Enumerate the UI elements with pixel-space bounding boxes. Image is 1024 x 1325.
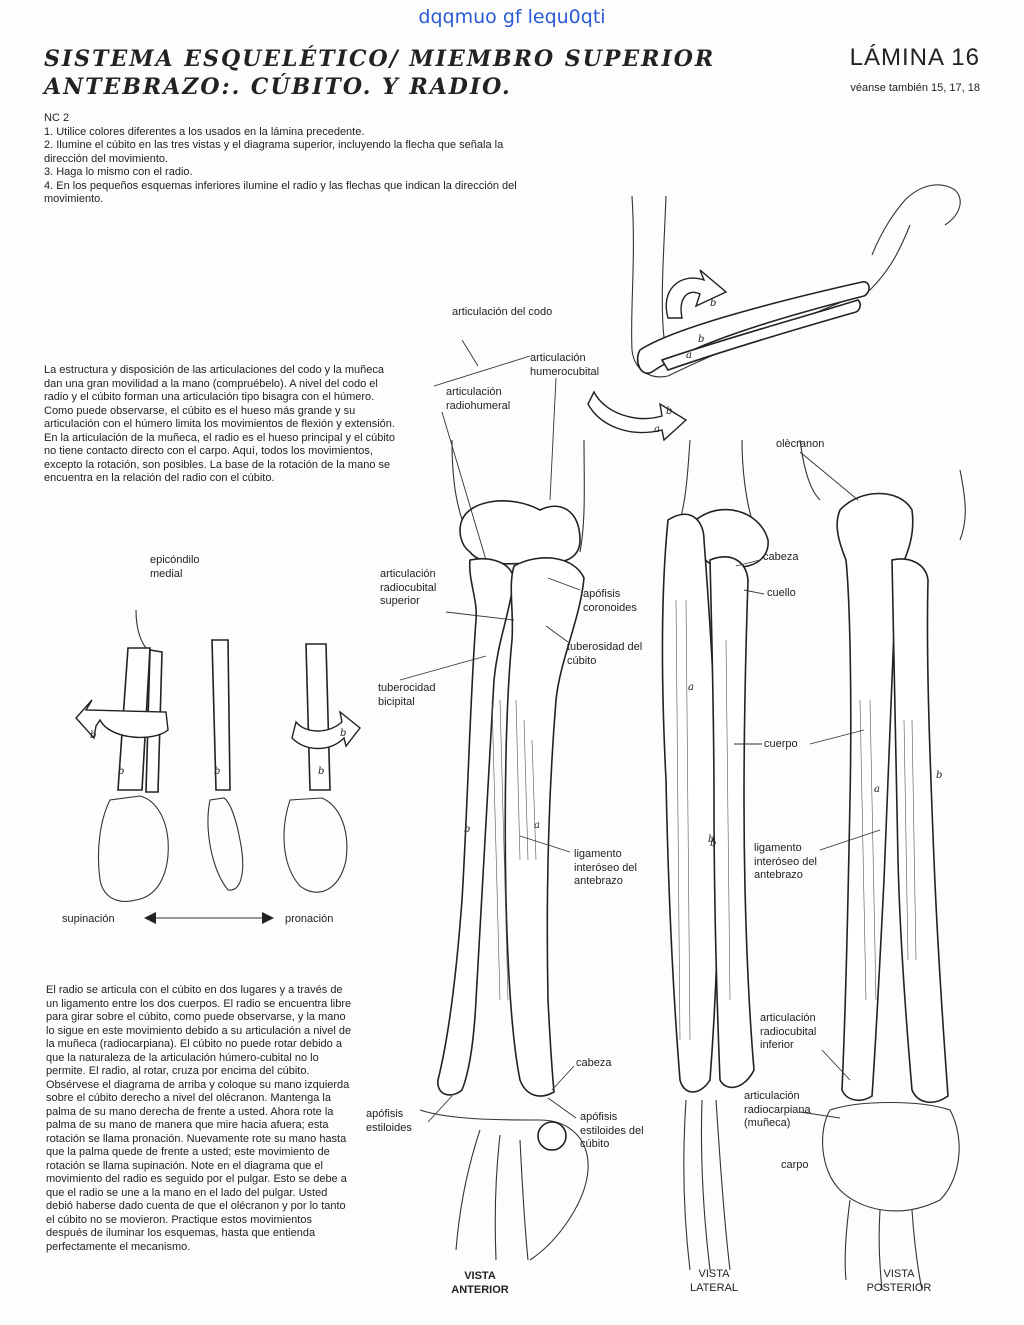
label-articulacion-codo: articulación del codo: [452, 306, 553, 318]
label-tuberosidad-cubito: tuberosidad del cúbito: [567, 641, 643, 667]
letter-b: b: [340, 728, 346, 739]
caption-vista-posterior: VISTA POSTERIOR: [866, 1268, 932, 1294]
label-ligamento-anterior: ligamento interóseo del antebrazo: [574, 848, 637, 887]
label-epicondilo-medial: epicóndilo medial: [150, 554, 200, 580]
label-articulacion-humerocubital: articulación humerocubital: [530, 352, 600, 378]
label-cabeza-bottom: cabeza: [576, 1057, 612, 1069]
letter-a: a: [688, 682, 694, 693]
letter-b: b: [464, 824, 470, 835]
page-title-line1: SISTEMA ESQUELÉTICO/ MIEMBRO SUPERIOR: [44, 46, 716, 72]
posterior-view-drawing: b a: [799, 439, 966, 1291]
plate-number: LÁMINA 16: [849, 44, 980, 71]
label-apofisis-estiloides: apófisis estiloides: [366, 1108, 412, 1134]
letter-b: b: [214, 766, 220, 777]
label-apofisis-estiloides-cubito: apófisis estiloides del cúbito: [580, 1111, 644, 1150]
label-tuberocidad-bicipital: tuberocidad bicipital: [378, 682, 436, 708]
instruction-step: 4. En los pequeños esquemas inferiores i…: [44, 179, 517, 206]
rotation-paragraph: El radio se articula con el cúbito en do…: [46, 984, 352, 1253]
caption-vista-anterior: VISTA ANTERIOR: [451, 1270, 509, 1296]
anterior-view-drawing: b a: [419, 439, 589, 1261]
leader-lines: [399, 339, 881, 1123]
letter-a: a: [874, 784, 880, 795]
page-title-line2: ANTEBRAZO:. CÚBITO. Y RADIO.: [44, 74, 512, 100]
caption-vista-lateral: VISTA LATERAL: [689, 1268, 739, 1294]
letter-a: a: [534, 820, 540, 831]
instruction-step: 1. Utilice colores diferentes a los usad…: [44, 125, 365, 138]
letter-b: b: [708, 834, 714, 845]
letter-b: b: [666, 406, 672, 417]
label-pronacion: pronación: [285, 913, 334, 925]
letter-b: b: [698, 334, 704, 345]
label-articulacion-radiocarpiana: articulación radiocarpiana (muñeca): [744, 1090, 811, 1129]
rotation-sketches: b b b b b: [75, 609, 361, 924]
label-olecranon: olècranon: [776, 438, 825, 450]
instruction-step: 2. Ilumine el cúbito en las tres vistas …: [44, 139, 504, 165]
label-cuerpo: cuerpo: [764, 738, 798, 750]
label-ligamento-posterior: ligamento interóseo del antebrazo: [754, 842, 817, 881]
label-carpo: carpo: [781, 1159, 809, 1171]
intro-paragraph: La estructura y disposición de las artic…: [44, 364, 395, 484]
letter-b: b: [936, 770, 942, 781]
letter-b: b: [710, 298, 716, 309]
label-radiocubital-inferior: articulación radiocubital inferior: [760, 1012, 817, 1051]
label-cabeza-top: cabeza: [763, 551, 799, 563]
instruction-step: 3. Haga lo mismo con el radio.: [44, 166, 193, 178]
lateral-view-drawing: b a b: [661, 439, 769, 1271]
letter-a: a: [686, 350, 692, 361]
letter-a: a: [654, 424, 660, 435]
elbow-rotation-diagram: b b a b a: [587, 184, 961, 442]
label-cuello: cuello: [767, 587, 796, 599]
letter-b: b: [318, 766, 324, 777]
watermark-text: dqqmuo gf lequ0qti: [418, 6, 606, 28]
see-also: véanse también 15, 17, 18: [850, 82, 980, 94]
instructions-heading: NC 2: [44, 112, 70, 124]
letter-b: b: [90, 730, 96, 741]
instructions: NC 2 1. Utilice colores diferentes a los…: [44, 112, 544, 207]
label-apofisis-coronoides: apófisis coronoides: [583, 588, 637, 614]
letter-b: b: [118, 766, 124, 777]
letter-b: b: [710, 838, 716, 849]
label-articulacion-radiohumeral: articulación radiohumeral: [446, 386, 511, 412]
label-radiocubital-superior: articulación radiocubital superior: [380, 568, 437, 607]
label-supinacion: supinación: [62, 913, 115, 925]
